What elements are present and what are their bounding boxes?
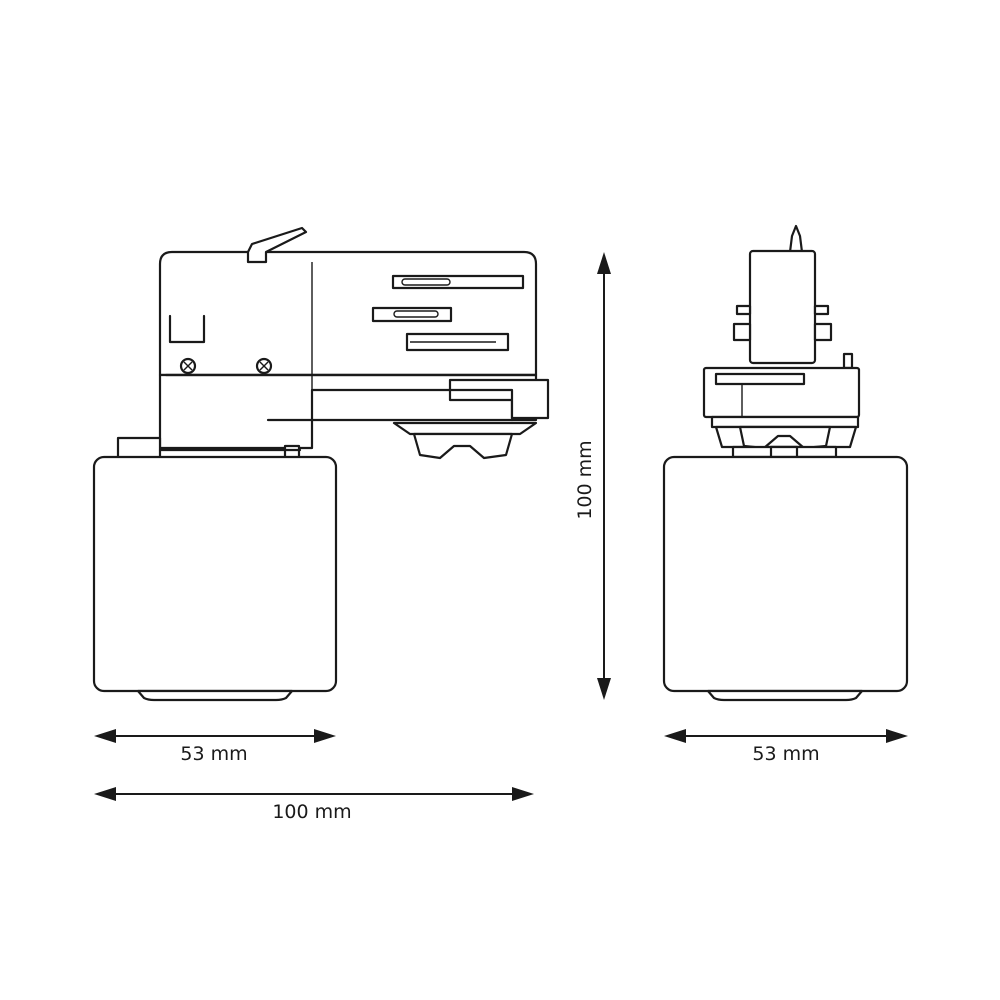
total-length-label: 100 mm xyxy=(272,801,351,823)
screw-icon xyxy=(255,357,273,375)
side-adapter-housing xyxy=(116,226,550,460)
arrow-left-icon xyxy=(94,787,116,801)
side-width-label: 53 mm xyxy=(180,743,247,765)
screw-icon xyxy=(179,357,197,375)
contact-slots xyxy=(371,274,525,352)
top-pin xyxy=(788,224,804,254)
front-view xyxy=(662,224,909,702)
lamp-bezel xyxy=(136,689,294,702)
arrow-down-icon xyxy=(597,678,611,700)
arrow-right-icon xyxy=(886,729,908,743)
arrow-left-icon xyxy=(664,729,686,743)
front-width-label: 53 mm xyxy=(752,743,819,765)
coupling-plate xyxy=(392,421,538,436)
side-lamp-head xyxy=(92,455,338,702)
side-lock-block xyxy=(116,436,162,460)
front-lamp-head xyxy=(662,455,909,693)
dimension-total-length: 100 mm xyxy=(94,787,534,823)
coupling-knob xyxy=(412,432,514,460)
lever-tab xyxy=(246,226,308,264)
dimension-front-width: 53 mm xyxy=(664,729,908,765)
dimension-height: 100 mm xyxy=(574,252,611,700)
arrow-right-icon xyxy=(314,729,336,743)
height-label: 100 mm xyxy=(574,440,596,519)
adapter-column xyxy=(748,249,817,365)
dimension-side-width: 53 mm xyxy=(94,729,336,765)
front-lamp-bezel xyxy=(706,689,864,702)
u-clip xyxy=(168,314,206,344)
arrow-left-icon xyxy=(94,729,116,743)
arrow-right-icon xyxy=(512,787,534,801)
arrow-up-icon xyxy=(597,252,611,274)
side-view xyxy=(92,226,550,702)
